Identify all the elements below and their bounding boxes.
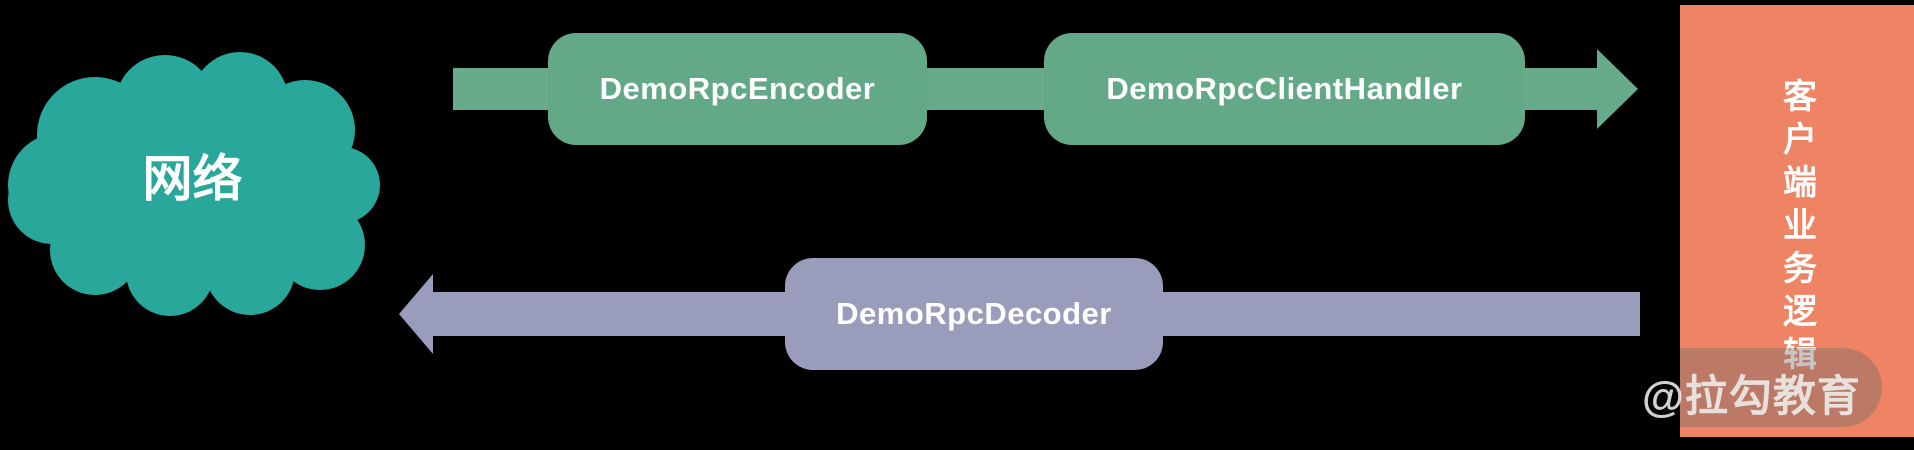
- request-arrowhead-icon: [1597, 49, 1638, 129]
- watermark-label: @拉勾教育: [1642, 373, 1861, 421]
- response-arrowhead-icon: [399, 274, 433, 354]
- node-demo-rpc-client-handler-label: DemoRpcClientHandler: [1106, 71, 1463, 106]
- client-logic-panel: 客户端业务逻辑: [1680, 5, 1914, 437]
- node-demo-rpc-decoder-label: DemoRpcDecoder: [836, 296, 1112, 331]
- client-logic-panel-label: 客户端业务逻辑: [1777, 77, 1816, 379]
- node-demo-rpc-encoder-label: DemoRpcEncoder: [599, 71, 876, 106]
- node-demo-rpc-encoder: DemoRpcEncoder: [548, 33, 927, 145]
- node-demo-rpc-decoder: DemoRpcDecoder: [785, 258, 1163, 370]
- node-demo-rpc-client-handler: DemoRpcClientHandler: [1044, 33, 1525, 145]
- network-cloud-icon: [8, 52, 380, 316]
- network-cloud-label: 网络: [142, 151, 243, 207]
- watermark-pill: [1680, 348, 1882, 427]
